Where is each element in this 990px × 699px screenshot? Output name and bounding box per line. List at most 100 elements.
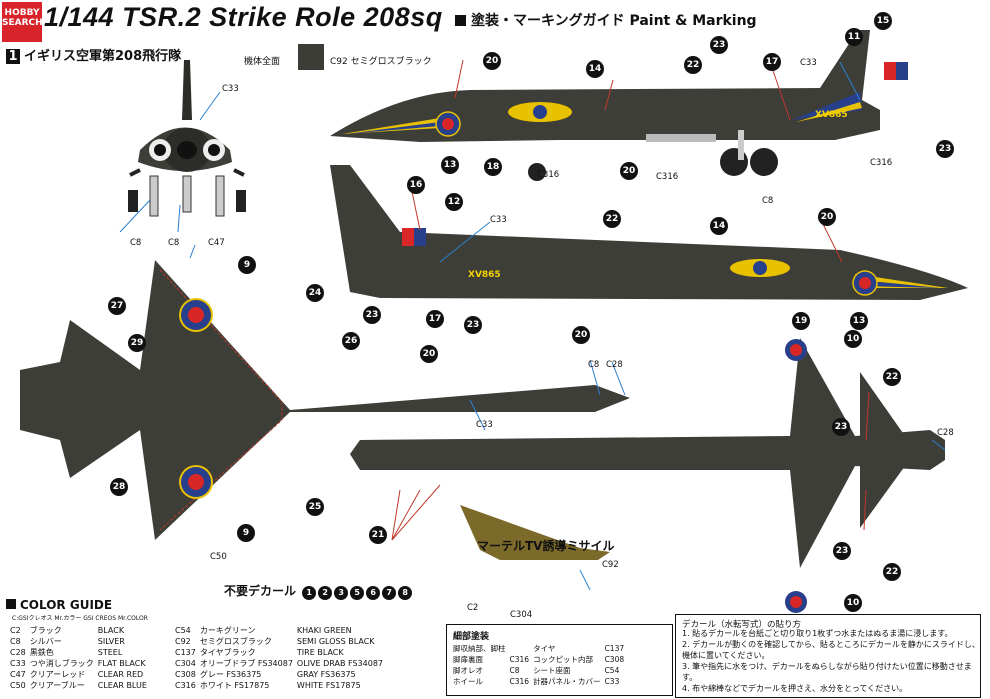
section-heading-text: 塗装・マーキングガイド Paint & Marking <box>471 13 757 29</box>
callout-17a: 17 <box>763 53 781 71</box>
color-guide-subtitle: C:GSIクレオス Mr.カラー GSI CREOS Mr.COLOR <box>12 615 148 622</box>
martel-missile-shape <box>460 505 610 560</box>
ref-missile-c304: C304 <box>510 610 533 620</box>
callout-20c: 20 <box>818 208 836 226</box>
overall-label: 機体全面 <box>244 57 281 67</box>
ref-side-c33: C33 <box>800 58 817 68</box>
overall-color-swatch <box>298 44 324 70</box>
callout-26: 26 <box>342 332 360 350</box>
callout-22a: 22 <box>684 56 702 74</box>
callout-20e: 20 <box>420 345 438 363</box>
decal-instructions-title: デカール（水転写式）の貼り方 <box>682 620 802 630</box>
unneeded-decal-number: 5 <box>350 586 365 600</box>
unneeded-decal-number: 3 <box>334 586 349 600</box>
callout-10b: 10 <box>844 594 862 612</box>
callout-24: 24 <box>306 284 324 302</box>
unneeded-decal-number: 6 <box>366 586 381 600</box>
missile-label: マーテルTV誘導ミサイル <box>477 539 615 553</box>
callout-14a: 14 <box>586 60 604 78</box>
bottom-view <box>350 338 945 613</box>
callout-17b: 17 <box>426 310 444 328</box>
callout-29: 29 <box>128 334 146 352</box>
callout-16: 16 <box>407 176 425 194</box>
callout-23f: 23 <box>833 542 851 560</box>
scheme-subtitle: 1 イギリス空軍第208飛行隊 <box>6 45 181 64</box>
callout-22b: 22 <box>603 210 621 228</box>
scheme-name: イギリス空軍第208飛行隊 <box>24 49 182 64</box>
page-title: 1/144 TSR.2 Strike Role 208sq <box>44 2 443 32</box>
unneeded-decals-label: 不要デカール <box>224 584 297 598</box>
unneeded-decal-number: 7 <box>382 586 397 600</box>
ref-mid-c33: C33 <box>490 215 507 225</box>
ref-top-c33: C33 <box>476 420 493 430</box>
list-item: 1. 貼るデカールを台紙ごと切り取り1枚ずつ水またはぬるま湯に浸します。 <box>682 629 953 638</box>
scheme-number: 1 <box>6 49 20 64</box>
callout-27: 27 <box>108 297 126 315</box>
ref-side-c316c: C316 <box>656 172 679 182</box>
list-item: 4. 布や綿棒などでデカールを押さえ、水分をとってください。 <box>682 684 908 693</box>
registration-upper: XV865 <box>815 110 848 120</box>
registration-lower: XV865 <box>468 270 501 280</box>
callout-9b: 9 <box>237 524 255 542</box>
ref-bottom-c28: C28 <box>937 428 954 438</box>
ref-missile-c2: C2 <box>467 603 479 613</box>
color-guide-title: COLOR GUIDE <box>6 598 112 612</box>
logo-subtext: PIT-ROAD <box>6 43 38 50</box>
callout-20a: 20 <box>483 52 501 70</box>
ref-top-c8: C8 <box>588 360 600 370</box>
callout-10a: 10 <box>844 330 862 348</box>
callout-23c: 23 <box>363 306 381 324</box>
side-view-upper <box>330 30 908 181</box>
ref-front-c8b: C8 <box>168 238 180 248</box>
callout-22c: 22 <box>883 368 901 386</box>
unneeded-decal-number: 2 <box>318 586 333 600</box>
callout-13b: 13 <box>850 312 868 330</box>
list-item: 3. 筆や指先に水をつけ、デカールをぬらしながら貼り付けたい位置に移動させます。 <box>682 662 972 682</box>
color-guide-title-text: COLOR GUIDE <box>20 598 113 612</box>
callout-23e: 23 <box>832 418 850 436</box>
top-view <box>20 260 630 540</box>
ref-side-c8: C8 <box>762 196 774 206</box>
overall-color-label: C92 セミグロスブラック <box>330 57 432 67</box>
list-item: 2. デカールが動くのを確認してから、貼るところにデカールを静かにスライドし、 <box>682 640 980 649</box>
side-view-lower <box>330 165 968 300</box>
ref-top-c50: C50 <box>210 552 227 562</box>
ref-front-c8a: C8 <box>130 238 142 248</box>
callout-13a: 13 <box>441 156 459 174</box>
decal-instructions-list: 1. 貼るデカールを台紙ごと切り取り1枚ずつ水またはぬるま湯に浸します。 2. … <box>682 628 980 694</box>
brand-logo: HOBBY SEARCH PIT-ROAD <box>2 2 43 50</box>
ref-side-c316a: C316 <box>870 158 893 168</box>
logo-text: HOBBY SEARCH <box>2 8 43 28</box>
ref-side-c316b: C316 <box>537 170 560 180</box>
callout-23a: 23 <box>710 36 728 54</box>
callout-20b: 20 <box>620 162 638 180</box>
list-item: 機体に置いてください。 <box>682 651 770 660</box>
section-heading: 塗装・マーキングガイド Paint & Marking <box>455 10 757 30</box>
callout-23b: 23 <box>936 140 954 158</box>
callout-22d: 22 <box>883 563 901 581</box>
callout-19: 19 <box>792 312 810 330</box>
callout-12: 12 <box>445 193 463 211</box>
ref-c47: C47 <box>208 238 225 248</box>
callout-18: 18 <box>484 158 502 176</box>
callout-20d: 20 <box>572 326 590 344</box>
callout-25: 25 <box>306 498 324 516</box>
decal-instructions-box: デカール（水転写式）の貼り方 1. 貼るデカールを台紙ごと切り取り1枚ずつ水また… <box>675 614 981 698</box>
